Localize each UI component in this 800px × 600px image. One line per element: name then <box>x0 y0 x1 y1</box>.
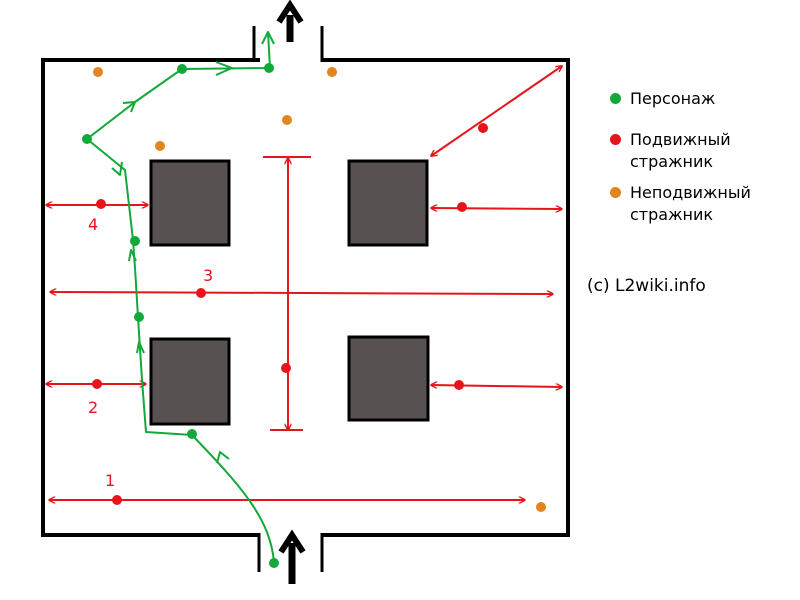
path-direction-arrow <box>216 451 230 464</box>
legend-label: Персонаж <box>630 89 716 108</box>
patrol-route-right-bottom <box>431 385 562 387</box>
character-waypoint <box>130 236 140 246</box>
moving-guard <box>457 202 467 212</box>
legend-item-character: Персонаж <box>610 88 715 110</box>
moving-guard <box>96 199 106 209</box>
character-waypoint <box>177 64 187 74</box>
pillar-top-left <box>149 159 231 247</box>
red-dot-icon <box>610 134 621 145</box>
static-guard <box>155 141 165 151</box>
entry-arrow <box>278 529 306 584</box>
character-path <box>86 31 275 563</box>
moving-guard <box>92 379 102 389</box>
static-guard <box>536 502 546 512</box>
room-wall <box>41 58 570 537</box>
path-direction-arrow <box>215 61 233 76</box>
path-direction-arrow <box>261 31 275 45</box>
pillar-bottom-right <box>347 335 430 422</box>
moving-guard <box>454 380 464 390</box>
route-label-3: 3 <box>203 266 213 285</box>
static-guard <box>93 67 103 77</box>
character-waypoint <box>134 312 144 322</box>
static-guard <box>327 67 337 77</box>
path-direction-arrow <box>136 341 145 354</box>
character-waypoint <box>187 429 197 439</box>
legend-label: Неподвижный стражник <box>630 183 751 224</box>
copyright-text: (c) L2wiki.info <box>587 276 706 296</box>
moving-guard <box>196 288 206 298</box>
route-label-4: 4 <box>88 215 98 234</box>
patrol-route-right-top <box>431 208 562 209</box>
moving-guard <box>281 363 291 373</box>
path-direction-arrow <box>111 161 123 176</box>
legend-item-static-guard: Неподвижный стражник <box>610 182 751 226</box>
moving-guard <box>112 495 122 505</box>
path-direction-arrow <box>128 249 137 262</box>
green-dot-icon <box>610 93 621 104</box>
exit-arrow <box>276 0 304 42</box>
character-waypoint <box>269 558 279 568</box>
moving-guard <box>478 123 488 133</box>
path-direction-arrow <box>122 101 136 113</box>
character-waypoint <box>264 63 274 73</box>
pillar-bottom-left <box>149 337 231 426</box>
legend-item-moving-guard: Подвижный стражник <box>610 129 731 173</box>
patrol-route-diagonal <box>431 66 562 156</box>
pillar-top-right <box>347 159 429 247</box>
static-guard <box>282 115 292 125</box>
legend-label: Подвижный стражник <box>630 130 731 171</box>
character-waypoint <box>82 134 92 144</box>
route-label-1: 1 <box>105 471 115 490</box>
orange-dot-icon <box>610 187 621 198</box>
route-label-2: 2 <box>88 398 98 417</box>
patrol-route-3 <box>50 292 553 294</box>
